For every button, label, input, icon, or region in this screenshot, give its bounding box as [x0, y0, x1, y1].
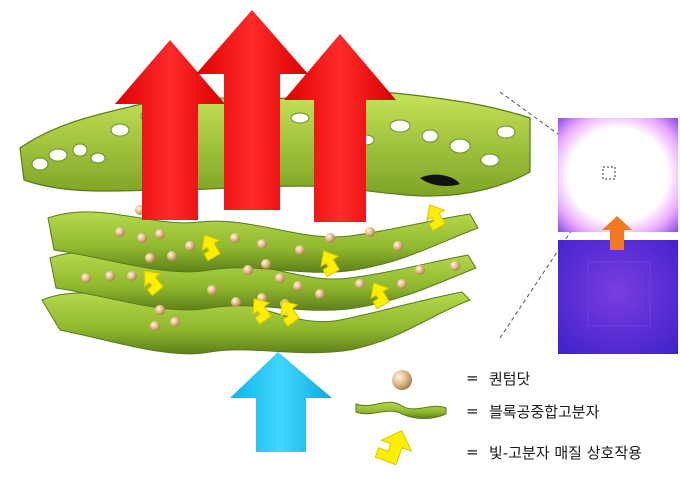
pore	[48, 148, 68, 162]
yellow-bent-arrow	[370, 282, 390, 310]
quantum-dot	[261, 259, 271, 269]
quantum-dot	[450, 261, 460, 271]
quantum-dot	[231, 297, 241, 307]
pore	[389, 119, 411, 133]
quantum-dot	[275, 273, 285, 283]
red-emission-arrow	[115, 40, 225, 220]
quantum-dot	[137, 233, 147, 243]
quantum-dot	[243, 265, 253, 275]
legend-yellow-bent-arrow-icon	[374, 430, 413, 466]
legend-equals-3: =	[466, 443, 479, 461]
quantum-dot	[81, 273, 91, 283]
quantum-dot	[105, 271, 115, 281]
yellow-bent-arrow	[144, 270, 164, 297]
quantum-dot	[415, 265, 425, 275]
pore	[290, 112, 310, 124]
inset-bottom-image	[558, 240, 678, 354]
quantum-dot	[365, 227, 375, 237]
quantum-dot	[127, 271, 137, 281]
emission-arrows	[115, 10, 396, 222]
blue-input-light-arrow	[230, 352, 332, 452]
inset-zoom-box	[602, 166, 616, 180]
pore	[480, 153, 500, 167]
legend-quantum-dot-icon	[392, 370, 412, 390]
red-emission-arrow	[284, 34, 396, 222]
quantum-dot	[167, 251, 177, 261]
quantum-dot	[325, 233, 335, 243]
yellow-bent-arrow	[426, 204, 446, 232]
pore	[72, 143, 88, 157]
legend-polymer-sheet-icon	[355, 401, 447, 419]
quantum-dot	[170, 317, 180, 327]
quantum-dot	[155, 305, 165, 315]
yellow-bent-arrow	[320, 250, 340, 278]
pore	[449, 138, 471, 154]
quantum-dot	[207, 285, 217, 295]
legend-equals-2: =	[466, 402, 479, 420]
red-emission-arrow	[196, 10, 308, 210]
quantum-dot	[315, 289, 325, 299]
dark-defect	[420, 174, 460, 186]
quantum-dot	[150, 321, 160, 331]
orange-transition-arrow	[602, 216, 632, 250]
legend-icons	[355, 370, 447, 466]
polymer-layer-stack	[41, 211, 479, 355]
pore	[496, 125, 516, 139]
quantum-dot	[155, 229, 165, 239]
yellow-bent-arrow	[201, 234, 221, 262]
quantum-dot	[185, 241, 195, 251]
quantum-dot	[393, 241, 403, 251]
quantum-dot	[295, 245, 305, 255]
quantum-dot	[257, 239, 267, 249]
inset-panel	[558, 118, 678, 354]
quantum-dot	[230, 233, 240, 243]
pore	[90, 152, 106, 164]
quantum-dot	[355, 279, 365, 289]
quantum-dot	[145, 253, 155, 263]
legend-label-quantum-dot: 퀀텀닷	[489, 370, 531, 388]
quantum-dot	[293, 281, 303, 291]
yellow-bent-arrow	[252, 298, 272, 325]
interaction-arrows	[144, 204, 446, 327]
quantum-dot	[397, 279, 407, 289]
pore	[31, 157, 49, 171]
inset-bottom-inner-square	[587, 261, 651, 327]
legend-label-block-copolymer: 블록공중합고분자	[489, 403, 600, 421]
pore	[421, 129, 439, 143]
quantum-dot	[115, 227, 125, 237]
pore	[110, 123, 130, 137]
legend-label-light-polymer-interaction: 빛-고분자 매질 상호작용	[489, 444, 642, 462]
yellow-bent-arrow	[280, 300, 300, 327]
inset-top-image	[558, 118, 678, 232]
legend-equals-1: =	[466, 369, 479, 387]
